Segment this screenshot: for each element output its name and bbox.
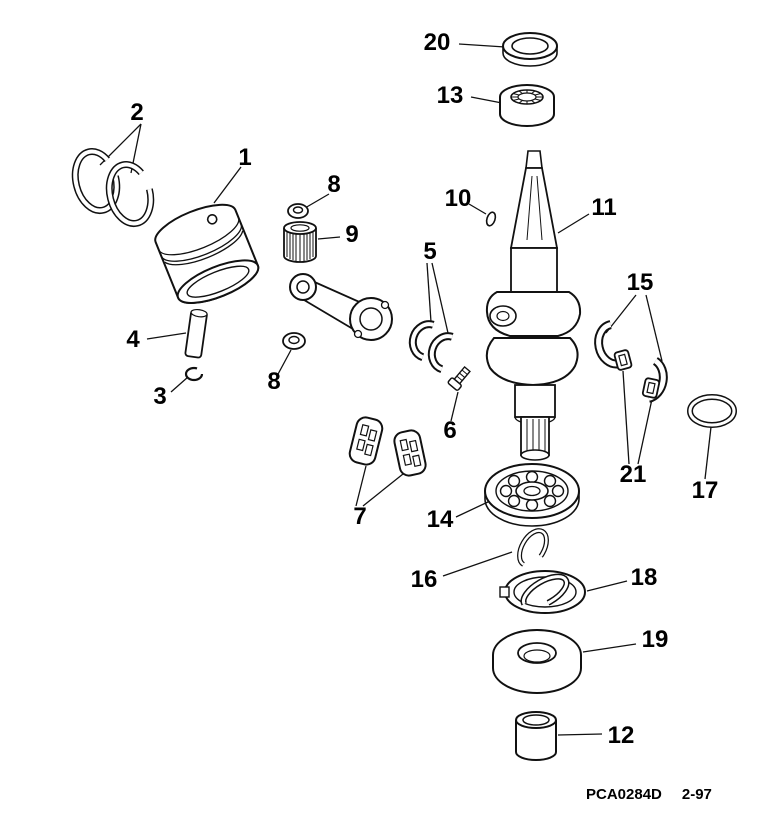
- callout-6: 6: [443, 417, 457, 444]
- crankshaft-illustration: [485, 150, 582, 461]
- callout-2: 2: [130, 99, 144, 126]
- callout-19: 19: [641, 626, 669, 653]
- callout-8-upper: 8: [327, 171, 341, 198]
- bearing-cage-halves-illustration: [348, 416, 427, 477]
- piston-illustration: [154, 203, 260, 304]
- figure-revision: 2-97: [681, 786, 712, 803]
- callout-1: 1: [238, 144, 252, 171]
- callout-5: 5: [423, 238, 437, 265]
- bushing-illustration: [515, 711, 557, 761]
- callout-12: 12: [607, 722, 635, 749]
- callout-16: 16: [410, 566, 438, 593]
- seal-ring-illustration: [687, 394, 737, 428]
- dowel-pin-illustration: [485, 211, 497, 227]
- liner-clips-illustration: [613, 349, 661, 399]
- ball-bearing-illustration: [484, 463, 580, 527]
- washer-lower-illustration: [282, 332, 306, 350]
- callout-8-lower: 8: [267, 368, 281, 395]
- leader-lines: [99, 43, 712, 736]
- callout-18: 18: [630, 564, 658, 591]
- callout-15: 15: [626, 269, 654, 296]
- piston-pin-illustration: [184, 308, 208, 359]
- upper-bearing-illustration: [499, 84, 555, 127]
- needle-bearing-illustration: [283, 221, 317, 263]
- retainer-plate-illustration: [499, 570, 586, 614]
- callout-14: 14: [426, 506, 454, 533]
- figure-caption: PCA0284D 2-97: [586, 786, 712, 803]
- figure-code: PCA0284D: [586, 786, 662, 803]
- callout-13: 13: [436, 82, 464, 109]
- callout-3: 3: [153, 383, 167, 410]
- callout-9: 9: [345, 221, 359, 248]
- callout-7: 7: [353, 503, 367, 530]
- callout-17: 17: [691, 477, 719, 504]
- rod-cap-illustration: [408, 320, 454, 373]
- retainer-clip-illustration: [184, 366, 204, 382]
- screw-illustration: [447, 365, 471, 391]
- piston-rings-illustration: [71, 147, 155, 228]
- seal-grommet-illustration: [492, 629, 582, 694]
- callout-11: 11: [591, 194, 617, 221]
- callout-20: 20: [423, 29, 451, 56]
- connecting-rod-illustration: [289, 273, 393, 341]
- snap-ring-illustration: [517, 528, 549, 568]
- callout-10: 10: [444, 185, 472, 212]
- callout-21: 21: [619, 461, 647, 488]
- retaining-ring-illustration: [502, 32, 558, 67]
- callout-4: 4: [126, 326, 140, 353]
- washer-upper-illustration: [287, 203, 309, 219]
